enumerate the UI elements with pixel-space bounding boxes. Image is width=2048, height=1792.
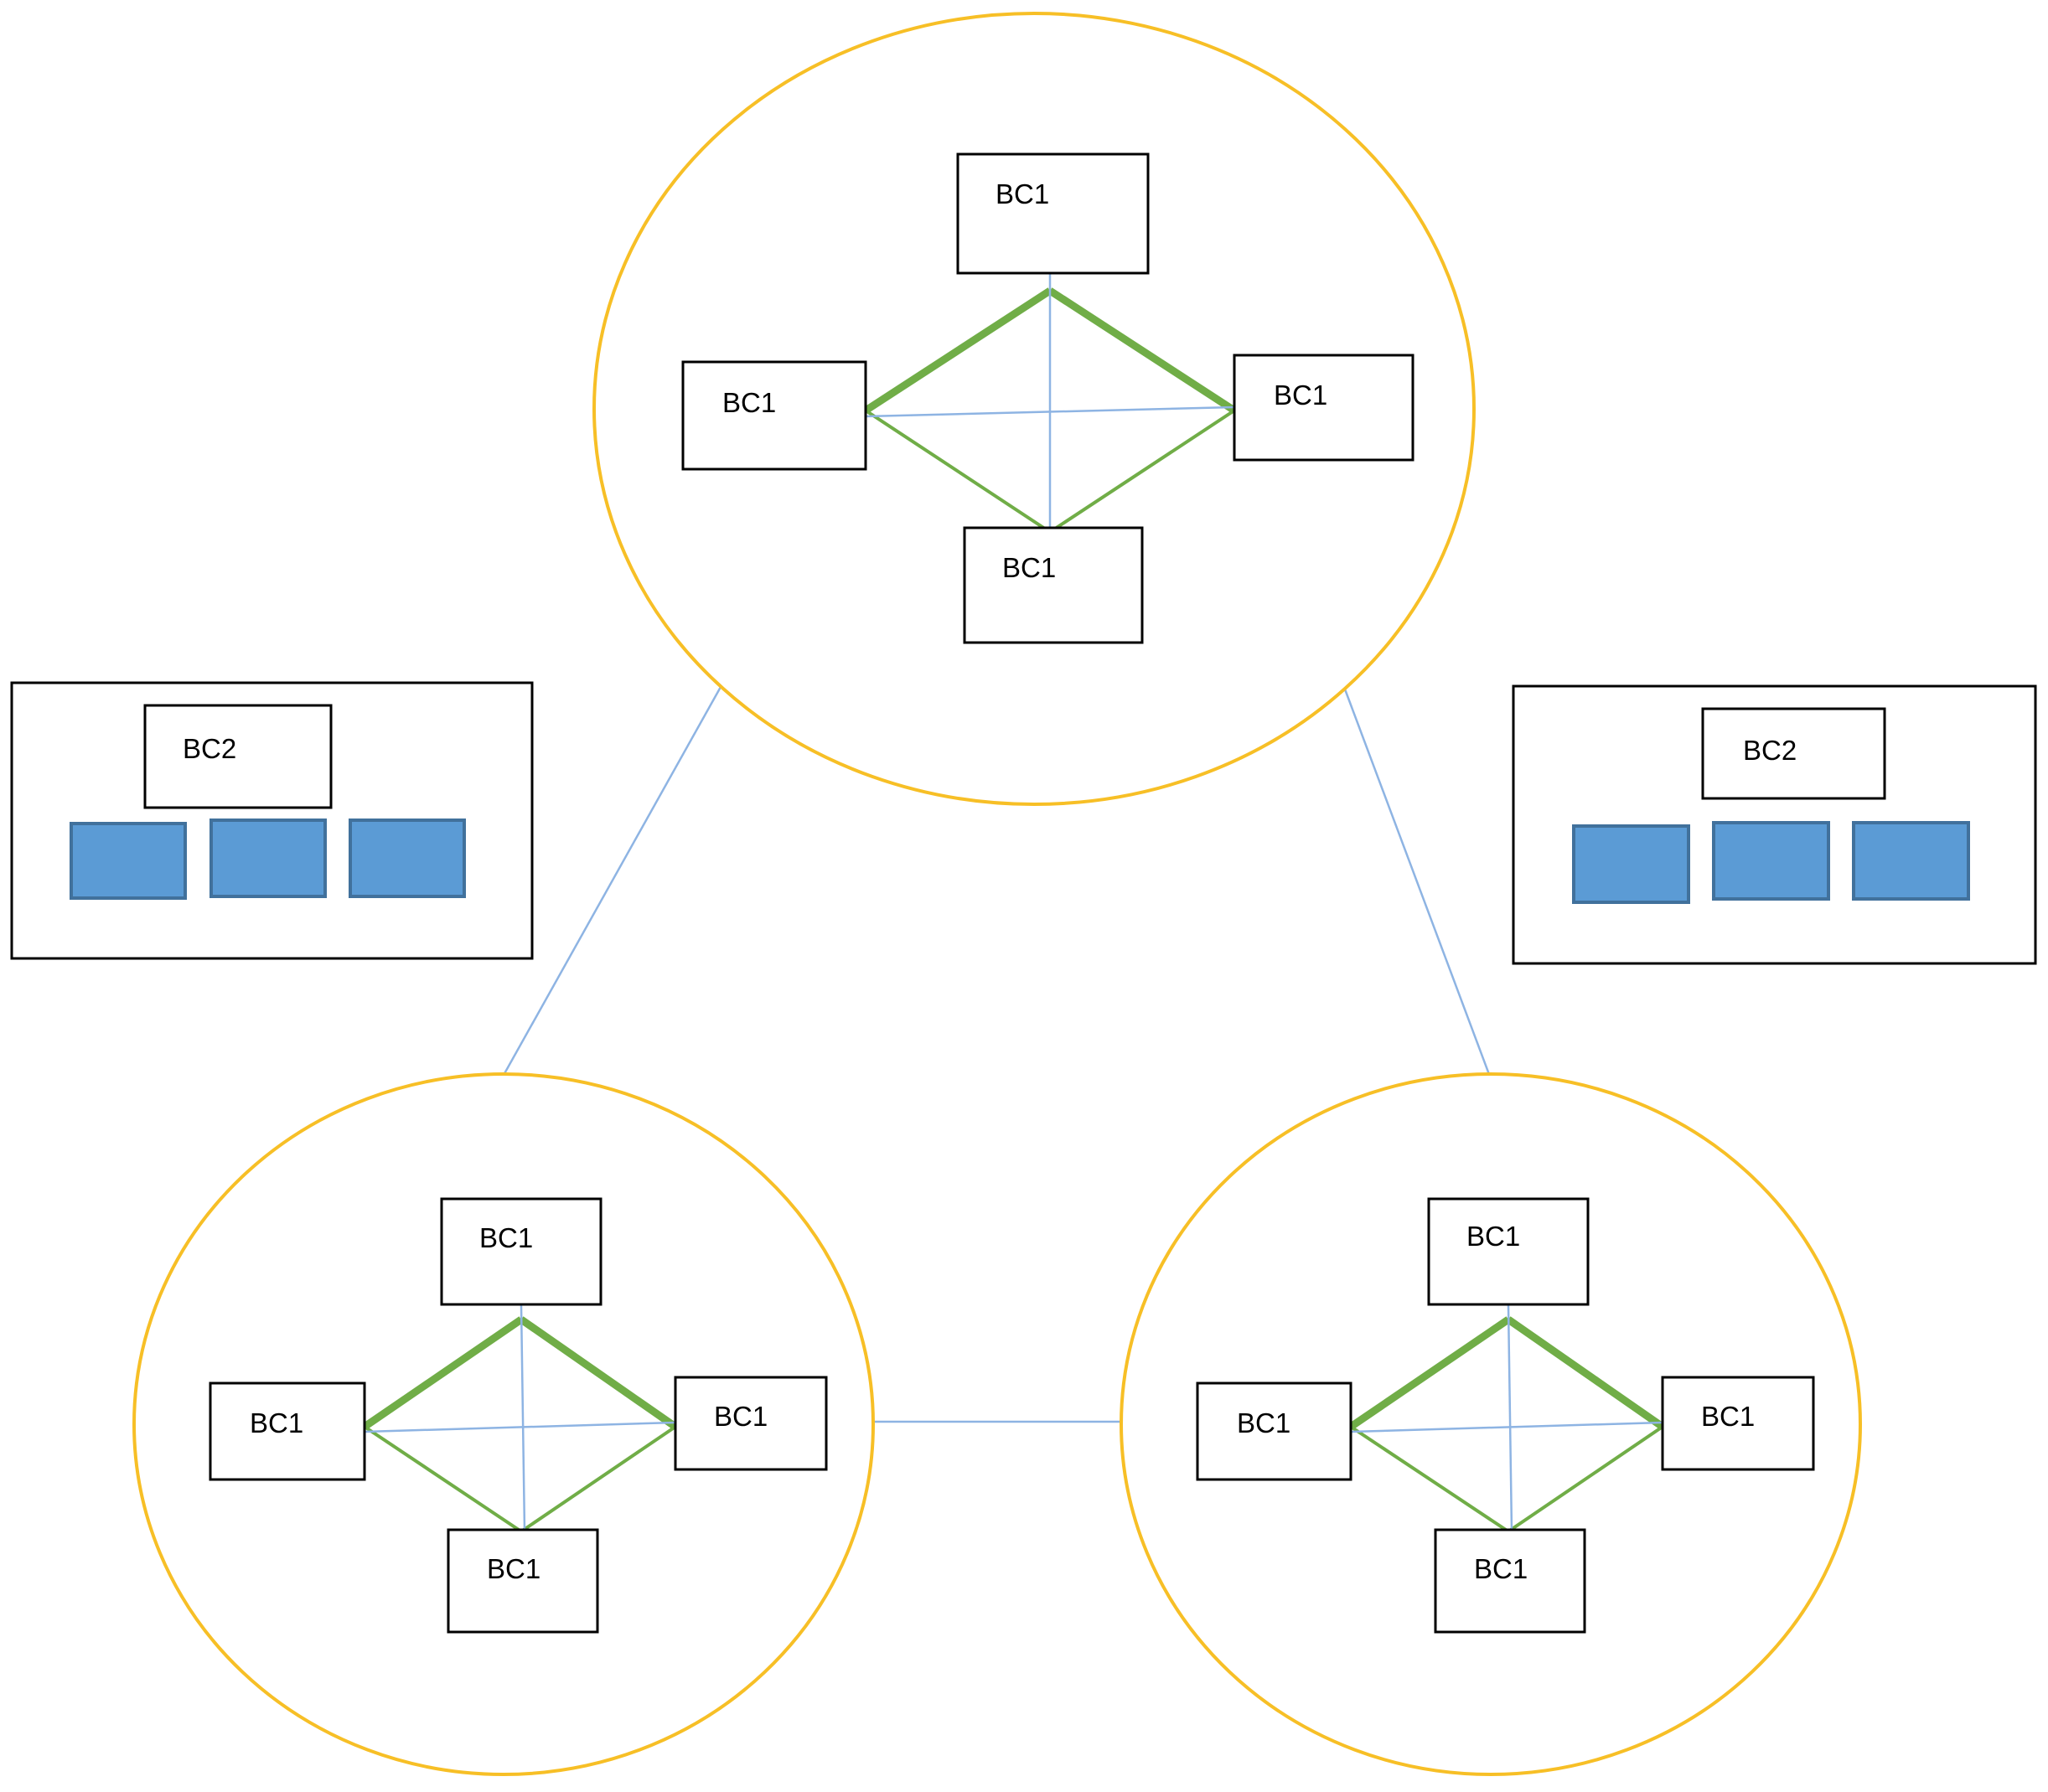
node-label: BC1 [722,387,776,418]
node-box [1196,1381,1352,1481]
blue-block [349,819,466,898]
node-bottom: BC1 [1434,1528,1586,1634]
node-box [674,1376,828,1471]
side-panel-right: BC2 [1512,684,2037,965]
node-right: BC1 [1661,1376,1815,1471]
mesh-link [363,1425,523,1533]
node-bottom: BC1 [963,526,1144,644]
node-box [1427,1197,1590,1306]
cluster-bottom-right: BC1 BC1 BC1 BC1 [1120,1072,1862,1776]
mesh-link [1348,1316,1511,1430]
node-right: BC1 [1233,354,1414,462]
panel-label: BC2 [183,733,236,764]
node-box [681,360,867,471]
node-top: BC1 [440,1197,603,1306]
node-left: BC1 [681,360,867,471]
inter-cluster-links [501,686,1492,1423]
node-label: BC1 [250,1407,303,1438]
node-box [963,526,1144,644]
blue-block [1712,821,1830,901]
node-box [440,1197,603,1306]
mesh-link [1048,409,1236,534]
cluster-bottom-left: BC1 BC1 BC1 BC1 [132,1072,875,1776]
cluster-links [1348,1304,1665,1533]
panel-label-box [1701,707,1886,800]
mesh-link [362,1316,524,1430]
cluster-top: BC1 BC1 BC1 BC1 [592,12,1476,806]
cross-link [1350,1421,1663,1433]
panel-label: BC2 [1743,735,1797,766]
node-left: BC1 [209,1381,366,1481]
mesh-link [520,1425,677,1533]
node-label: BC1 [996,178,1049,209]
mesh-link [1506,1316,1665,1430]
mesh-link [1507,1425,1664,1533]
mesh-link [1349,1425,1510,1533]
node-label: BC1 [1274,380,1327,411]
panel-label-box [143,704,333,809]
cluster-outline [132,1072,875,1776]
cluster-outline [1120,1072,1862,1776]
blue-block [1572,824,1690,904]
link-top-to-bottom-left [501,686,722,1077]
link-top-to-bottom-right [1342,686,1492,1077]
node-label: BC1 [1701,1401,1755,1432]
blue-block [1852,821,1970,901]
cross-link [865,405,1235,418]
mesh-link [1047,287,1237,414]
node-top: BC1 [1427,1197,1590,1306]
side-panel-left: BC2 [10,681,534,960]
node-box [1661,1376,1815,1471]
mesh-link [519,1316,678,1430]
cluster-links [362,1304,678,1533]
node-label: BC1 [1237,1407,1290,1438]
blue-block [209,819,327,898]
node-bottom: BC1 [447,1528,599,1634]
node-label: BC1 [1474,1553,1528,1584]
node-box [209,1381,366,1481]
mesh-link [863,287,1052,414]
mesh-link [864,409,1052,534]
cluster-links [863,273,1237,534]
node-label: BC1 [714,1401,768,1432]
cross-link [1507,1304,1513,1532]
node-box [1233,354,1414,462]
node-label: BC1 [479,1222,533,1253]
node-left: BC1 [1196,1381,1352,1481]
node-right: BC1 [674,1376,828,1471]
cluster-outline [592,12,1476,806]
node-label: BC1 [1466,1221,1520,1252]
node-box [956,152,1150,275]
node-box [447,1528,599,1634]
node-label: BC1 [487,1553,540,1584]
node-box [1434,1528,1586,1634]
cross-link [520,1304,526,1532]
node-top: BC1 [956,152,1150,275]
cross-link [364,1421,676,1433]
node-label: BC1 [1002,552,1056,583]
blue-block [70,822,187,900]
